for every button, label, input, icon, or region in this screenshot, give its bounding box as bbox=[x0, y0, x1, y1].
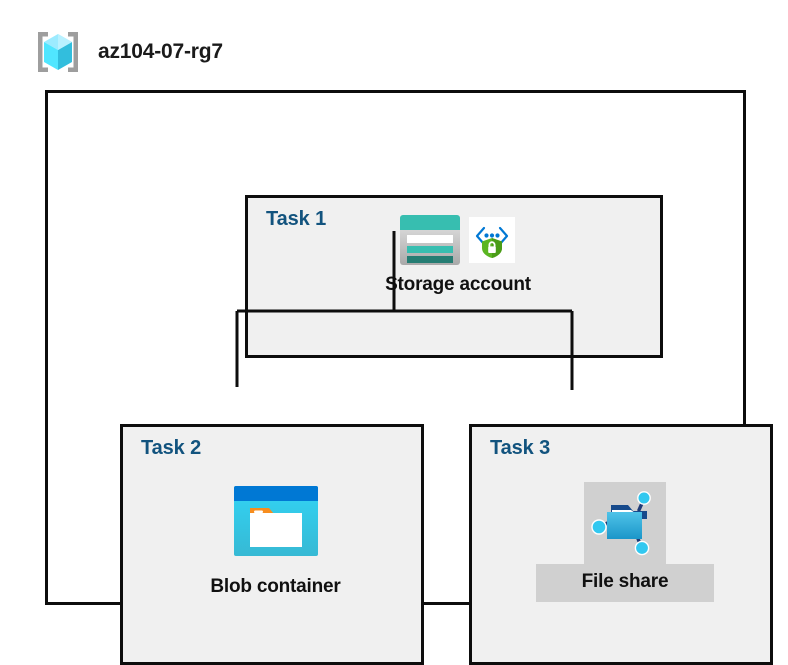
task-2-label: Task 2 bbox=[141, 437, 202, 459]
task-3-label: Task 3 bbox=[490, 437, 551, 459]
task-3-box: Task 3 bbox=[469, 424, 773, 665]
file-share-icon-plate bbox=[584, 482, 666, 564]
task-1-box: Task 1 bbox=[245, 195, 663, 358]
blob-container-caption: Blob container bbox=[210, 576, 341, 597]
file-share-icon bbox=[591, 491, 651, 556]
file-share-caption-plate: File share bbox=[536, 564, 714, 602]
resource-group-icon bbox=[38, 32, 78, 72]
storage-account-node[interactable]: Storage account bbox=[385, 214, 531, 296]
blob-container-node[interactable]: Blob container bbox=[178, 485, 373, 598]
resource-group-header: az104-07-rg7 bbox=[32, 26, 223, 78]
resource-group-title: az104-07-rg7 bbox=[98, 40, 223, 63]
encryption-shield-icon bbox=[469, 217, 515, 263]
storage-account-icon-row bbox=[399, 214, 515, 266]
resource-group-container: Task 1 bbox=[45, 90, 773, 665]
blob-container-icon bbox=[233, 486, 318, 556]
file-share-caption: File share bbox=[581, 571, 669, 592]
task-1-label: Task 1 bbox=[266, 208, 327, 230]
task-2-box: Task 2 Blob container bbox=[120, 424, 424, 665]
storage-account-caption: Storage account bbox=[385, 274, 531, 295]
file-share-node[interactable]: File share bbox=[536, 482, 714, 602]
storage-account-icon bbox=[400, 215, 460, 265]
